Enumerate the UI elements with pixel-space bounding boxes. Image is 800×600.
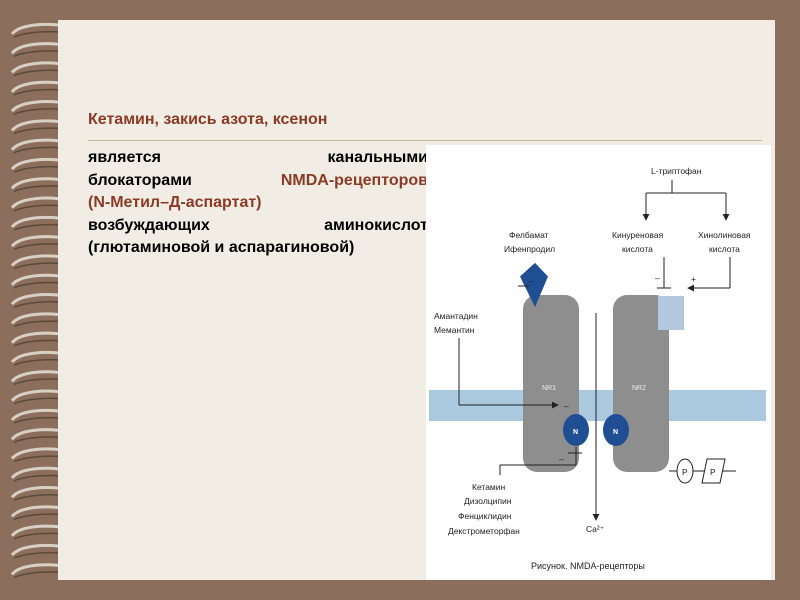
body-word: канальными bbox=[327, 149, 428, 166]
felbamate-site bbox=[520, 262, 548, 308]
channel-site-right bbox=[603, 414, 629, 446]
minus-sign: – bbox=[655, 273, 660, 283]
title-divider bbox=[88, 140, 762, 141]
quinolinic-label: Хинолиновая bbox=[698, 230, 751, 240]
body-line-1: является канальными bbox=[88, 147, 428, 170]
amantadine-label: Амантадин bbox=[434, 311, 478, 321]
slide-title: Кетамин, закись азота, ксенон bbox=[88, 111, 328, 128]
phospho-label: P bbox=[710, 467, 716, 477]
felbamate-label: Ифенпродил bbox=[504, 244, 555, 254]
nr2-label: NR2 bbox=[632, 385, 646, 392]
ketamine-label: Фенциклидин bbox=[458, 511, 512, 521]
calcium-label: Ca²⁺ bbox=[586, 524, 605, 534]
body-word: аминокислот bbox=[324, 216, 428, 234]
nmda-expansion: (N-Метил–Д-аспартат) bbox=[88, 194, 262, 211]
modulator-site bbox=[658, 296, 684, 330]
ketamine-label: Дизолципин bbox=[464, 496, 512, 506]
body-line-4: возбуждающих аминокислот bbox=[88, 215, 428, 238]
kynurenic-label: кислота bbox=[622, 244, 653, 254]
body-paragraph: является канальными блокаторами NMDA-рец… bbox=[88, 147, 428, 260]
phospho-site bbox=[701, 458, 726, 484]
body-line-2: блокаторами NMDA-рецепторов bbox=[88, 170, 428, 193]
quinolinic-label: кислота bbox=[709, 244, 740, 254]
plus-sign: + bbox=[691, 274, 696, 284]
body-word: блокаторами bbox=[88, 171, 192, 189]
body-line-3: (N-Метил–Д-аспартат) bbox=[88, 192, 428, 215]
phospho-site bbox=[676, 458, 694, 484]
nmda-term: NMDA-рецепторов bbox=[280, 171, 428, 189]
channel-site-left bbox=[563, 414, 589, 446]
minus-sign: – bbox=[529, 276, 534, 286]
nr1-label: NR1 bbox=[542, 385, 556, 392]
felbamate-label: Фелбамат bbox=[509, 230, 549, 240]
minus-sign: – bbox=[564, 401, 569, 411]
ketamine-label: Кетамин bbox=[472, 482, 506, 492]
n-label: N bbox=[573, 429, 578, 436]
body-line-5: (глютаминовой и аспарагиновой) bbox=[88, 237, 428, 260]
figure-caption: Рисунок. NMDA-рецепторы bbox=[531, 561, 645, 571]
receptor-diagram: NR1 NR2 N N Ca²⁺ L-триптофан Кинуреновая… bbox=[429, 166, 766, 571]
phospho-label: P bbox=[682, 467, 688, 477]
nr1-subunit bbox=[523, 295, 579, 472]
amantadine-label: Мемантин bbox=[434, 325, 475, 335]
tryptophan-label: L-триптофан bbox=[651, 166, 702, 176]
nmda-receptor-figure: NR1 NR2 N N Ca²⁺ L-триптофан Кинуреновая… bbox=[426, 145, 771, 580]
body-word: является bbox=[88, 149, 162, 166]
kynurenic-label: Кинуреновая bbox=[612, 230, 664, 240]
body-word: возбуждающих bbox=[88, 216, 210, 234]
body-word: (глютаминовой и аспарагиновой) bbox=[88, 239, 355, 256]
n-label: N bbox=[613, 429, 618, 436]
ketamine-label: Декстрометорфан bbox=[448, 526, 520, 536]
minus-sign: – bbox=[559, 454, 564, 464]
